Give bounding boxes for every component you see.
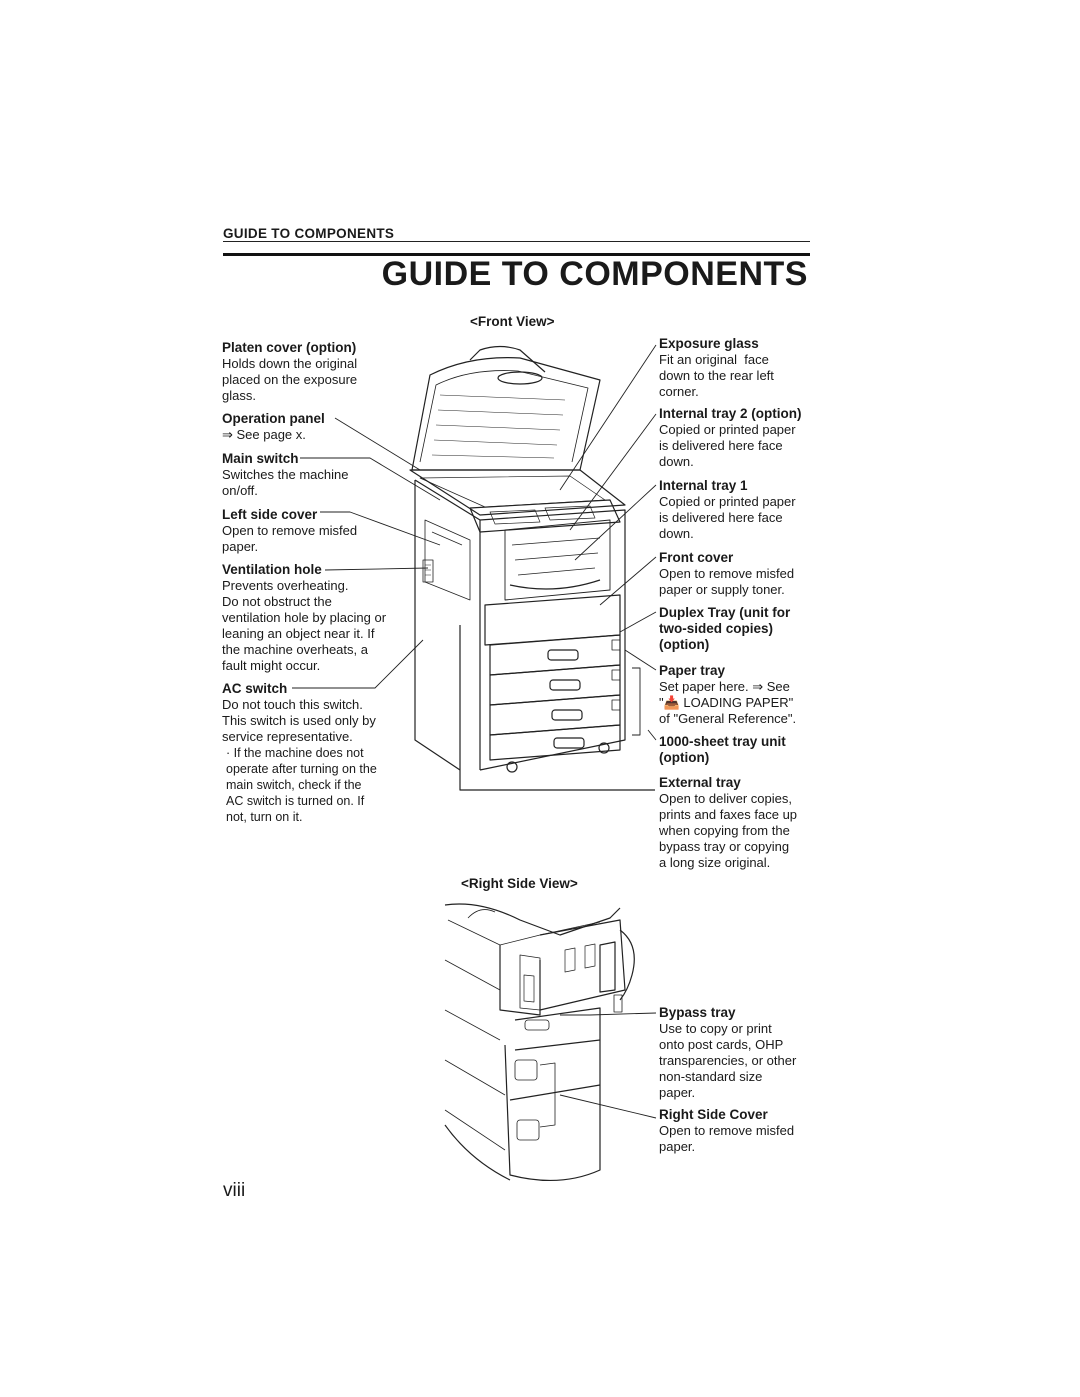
callout-desc: Use to copy or print onto post cards, OH…: [659, 1021, 797, 1100]
callout-desc: Fit an original face down to the rear le…: [659, 352, 774, 399]
callout-main-switch: Main switch Switches the machine on/off.: [222, 451, 402, 499]
right-side-view-copier-illustration: [444, 903, 635, 1182]
callout-label: 1000-sheet tray unit (option): [659, 734, 786, 765]
callout-desc: Copied or printed paper is delivered her…: [659, 422, 796, 469]
callout-desc: Open to remove misfed paper.: [222, 523, 358, 554]
callout-exposure-glass: Exposure glass Fit an original face down…: [659, 336, 839, 400]
callout-front-cover: Front cover Open to remove misfed paper …: [659, 550, 839, 598]
right-side-view-label: <Right Side View>: [461, 876, 578, 891]
callout-label: Duplex Tray (unit for two-sided copies) …: [659, 605, 791, 652]
callout-label: External tray: [659, 775, 741, 790]
callout-label: Bypass tray: [659, 1005, 736, 1020]
callout-operation-panel: Operation panel ⇒ See page x.: [222, 411, 402, 443]
header-rule: [223, 241, 810, 242]
callout-desc: Open to remove misfed paper.: [659, 1123, 795, 1154]
callout-label: Exposure glass: [659, 336, 759, 351]
front-view-copier-illustration: [409, 345, 655, 791]
callout-desc: Holds down the original placed on the ex…: [222, 356, 358, 403]
callout-label: Paper tray: [659, 663, 726, 678]
callout-label: Left side cover: [222, 507, 318, 522]
callout-label: Internal tray 1: [659, 478, 748, 493]
callout-1000-sheet-tray: 1000-sheet tray unit (option): [659, 734, 839, 766]
callout-platen-cover: Platen cover (option) Holds down the ori…: [222, 340, 402, 404]
callout-label: Right Side Cover: [659, 1107, 768, 1122]
callout-internal-tray-1: Internal tray 1 Copied or printed paper …: [659, 478, 839, 542]
callout-label: Operation panel: [222, 411, 325, 426]
callout-desc: Open to deliver copies, prints and faxes…: [659, 791, 798, 870]
callout-label: Internal tray 2 (option): [659, 406, 802, 421]
callout-desc: Open to remove misfed paper or supply to…: [659, 566, 795, 597]
page-title: GUIDE TO COMPONENTS: [381, 255, 808, 293]
callout-label: Platen cover (option): [222, 340, 357, 355]
callout-right-side-cover: Right Side Cover Open to remove misfed p…: [659, 1107, 839, 1155]
callout-internal-tray-2: Internal tray 2 (option) Copied or print…: [659, 406, 839, 470]
callout-bypass-tray: Bypass tray Use to copy or print onto po…: [659, 1005, 839, 1101]
callout-ventilation-hole: Ventilation hole Prevents overheating. D…: [222, 562, 422, 674]
title-rule: [223, 253, 810, 256]
page-number: viii: [223, 1180, 246, 1201]
callout-paper-tray: Paper tray Set paper here. ⇒ See "📥 LOAD…: [659, 663, 839, 727]
callout-desc: ⇒ See page x.: [222, 427, 306, 442]
callout-desc: Copied or printed paper is delivered her…: [659, 494, 796, 541]
callout-desc: Set paper here. ⇒ See "📥 LOADING PAPER" …: [659, 679, 797, 726]
running-head: GUIDE TO COMPONENTS: [223, 226, 395, 241]
front-view-label: <Front View>: [470, 314, 555, 329]
callout-desc: Do not touch this switch. This switch is…: [222, 697, 376, 744]
callout-ac-switch: AC switch Do not touch this switch. This…: [222, 681, 422, 825]
callout-desc: Switches the machine on/off.: [222, 467, 349, 498]
callout-label: Main switch: [222, 451, 299, 466]
callout-note: · If the machine does not operate after …: [226, 746, 377, 824]
callout-label: Ventilation hole: [222, 562, 322, 577]
callout-label: AC switch: [222, 681, 288, 696]
callout-label: Front cover: [659, 550, 734, 565]
callout-external-tray: External tray Open to deliver copies, pr…: [659, 775, 839, 871]
callout-desc: Prevents overheating. Do not obstruct th…: [222, 578, 387, 673]
callout-duplex-tray: Duplex Tray (unit for two-sided copies) …: [659, 605, 839, 653]
callout-left-side-cover: Left side cover Open to remove misfed pa…: [222, 507, 402, 555]
